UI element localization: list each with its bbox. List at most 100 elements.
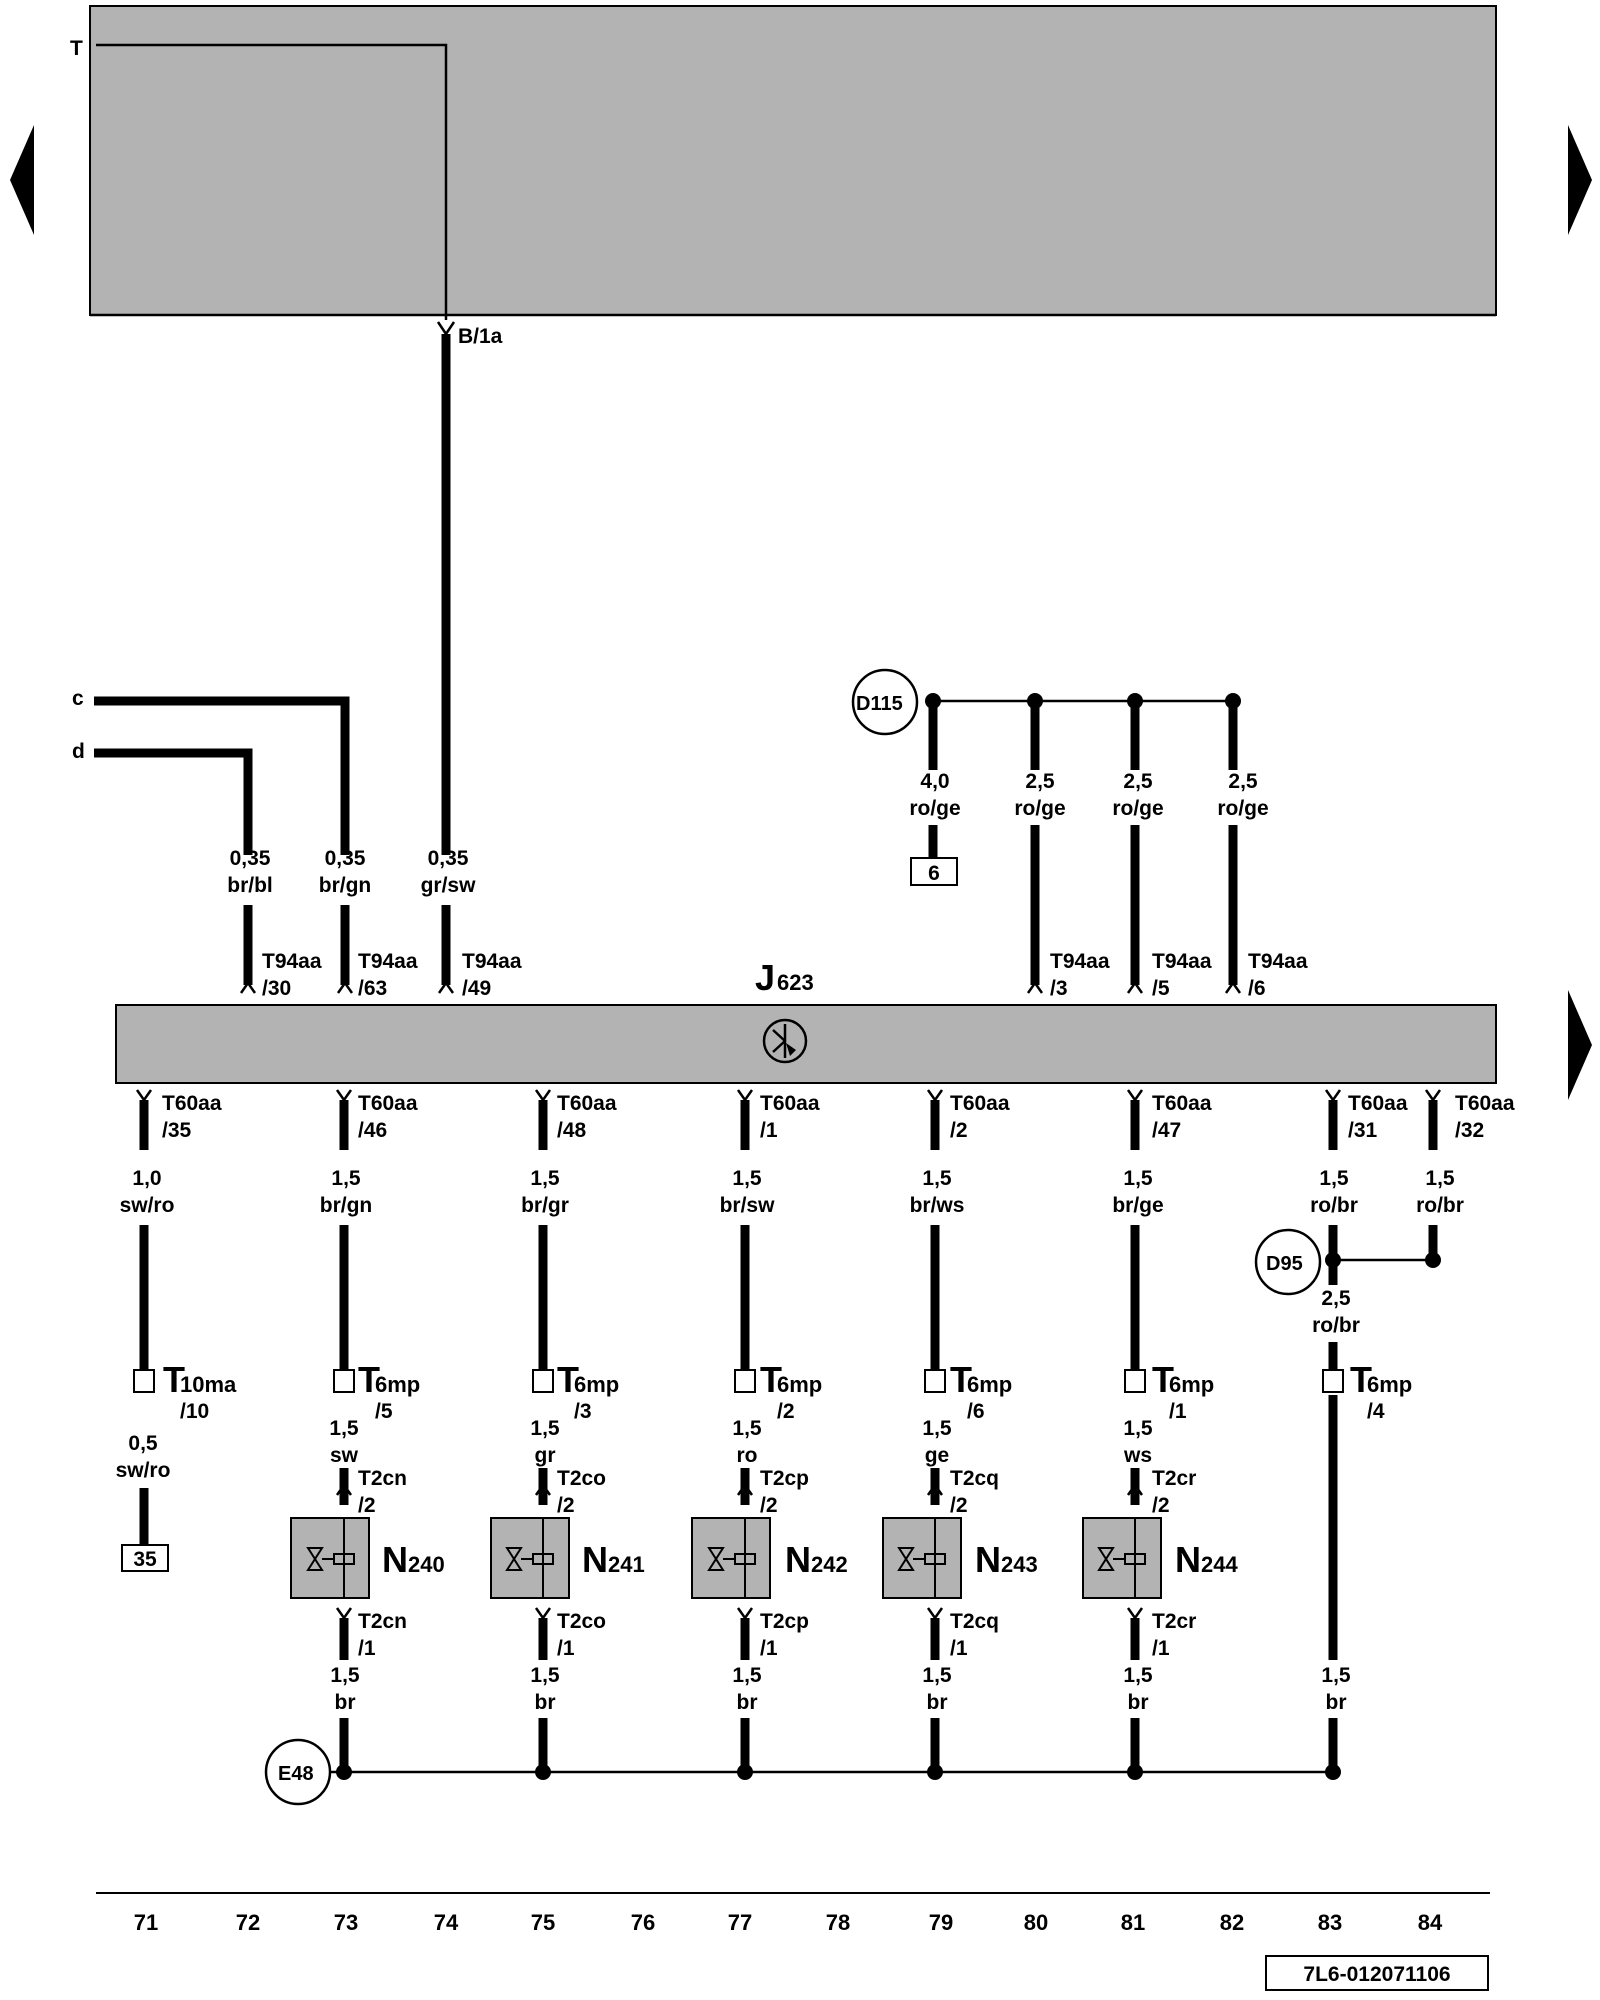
svg-text:/10: /10 xyxy=(180,1400,209,1423)
svg-text:/1: /1 xyxy=(760,1637,778,1660)
svg-text:/2: /2 xyxy=(950,1494,968,1517)
svg-text:/48: /48 xyxy=(557,1119,587,1142)
svg-text:77: 77 xyxy=(728,1910,752,1935)
svg-text:/2: /2 xyxy=(777,1400,795,1423)
svg-text:10ma: 10ma xyxy=(180,1372,237,1397)
bottom-wire-2: T60aa /2 1,5 br/ws T 6mp /6 1,5 ge T2cq … xyxy=(882,1089,1038,1772)
svg-text:/2: /2 xyxy=(557,1494,575,1517)
bottom-wire-48: T60aa /48 1,5 br/gr T 6mp /3 1,5 gr T2co… xyxy=(490,1089,645,1772)
svg-text:T2cn: T2cn xyxy=(358,1610,407,1633)
svg-text:ro/ge: ro/ge xyxy=(1112,797,1163,820)
svg-text:T94aa: T94aa xyxy=(358,950,418,973)
svg-text:6mp: 6mp xyxy=(574,1372,619,1397)
svg-text:75: 75 xyxy=(531,1910,555,1935)
fuse-d95-label: D95 xyxy=(1266,1253,1303,1275)
svg-text:gr/sw: gr/sw xyxy=(421,874,477,897)
svg-text:T60aa: T60aa xyxy=(950,1092,1010,1115)
svg-text:T2co: T2co xyxy=(557,1467,606,1490)
svg-text:T60aa: T60aa xyxy=(1455,1092,1515,1115)
svg-text:76: 76 xyxy=(631,1910,655,1935)
svg-text:ro: ro xyxy=(737,1444,758,1467)
bottom-wire-31: T60aa /31 1,5 ro/br 2,5 ro/br T 6mp /4 1… xyxy=(1310,1089,1412,1772)
fuse-d115-label: D115 xyxy=(856,693,903,715)
valve-symbol-icon xyxy=(1097,1518,1146,1598)
bottom-wire-35: T60aa /35 1,0 sw/ro T 10ma /10 0,5 sw/ro… xyxy=(116,1089,237,1572)
svg-text:0,35: 0,35 xyxy=(325,847,366,870)
svg-text:1,5: 1,5 xyxy=(1123,1417,1153,1440)
svg-text:6: 6 xyxy=(928,862,940,885)
svg-text:br: br xyxy=(335,1691,356,1714)
bottom-wire-46: T60aa /46 1,5 br/gn T 6mp /5 1,5 sw T2cn… xyxy=(290,1089,445,1772)
svg-text:br: br xyxy=(1326,1691,1347,1714)
svg-text:/31: /31 xyxy=(1348,1119,1378,1142)
svg-text:4,0: 4,0 xyxy=(920,770,949,793)
svg-text:1,5: 1,5 xyxy=(330,1664,360,1687)
svg-text:ro/br: ro/br xyxy=(1310,1194,1358,1217)
fuse-d95 xyxy=(1254,1228,1322,1296)
svg-text:T60aa: T60aa xyxy=(162,1092,222,1115)
svg-text:T94aa: T94aa xyxy=(1050,950,1110,973)
svg-text:br/gn: br/gn xyxy=(320,1194,373,1217)
column-numbers: 71 72 73 74 75 76 77 78 79 80 81 82 83 8… xyxy=(134,1910,1443,1935)
valve-symbol-icon xyxy=(505,1518,554,1598)
svg-text:78: 78 xyxy=(826,1910,850,1935)
svg-text:1,5: 1,5 xyxy=(1123,1167,1153,1190)
svg-text:/1: /1 xyxy=(1169,1400,1187,1423)
svg-text:71: 71 xyxy=(134,1910,158,1935)
svg-text:sw/ro: sw/ro xyxy=(116,1459,171,1482)
svg-text:1,5: 1,5 xyxy=(329,1417,359,1440)
svg-text:0,35: 0,35 xyxy=(428,847,469,870)
svg-text:T94aa: T94aa xyxy=(262,950,322,973)
diagram-id-box xyxy=(1265,1955,1489,1991)
svg-text:/32: /32 xyxy=(1455,1119,1484,1142)
svg-text:1,5: 1,5 xyxy=(1319,1167,1349,1190)
svg-text:T: T xyxy=(760,1359,782,1400)
svg-text:84: 84 xyxy=(1418,1910,1443,1935)
svg-text:/3: /3 xyxy=(1050,977,1068,1000)
svg-text:T: T xyxy=(1152,1359,1174,1400)
svg-text:241: 241 xyxy=(608,1552,645,1577)
svg-text:/2: /2 xyxy=(760,1494,778,1517)
diagram-id: 7L6-012071106 xyxy=(1303,1963,1450,1986)
svg-text:T94aa: T94aa xyxy=(462,950,522,973)
svg-text:2,5: 2,5 xyxy=(1228,770,1258,793)
svg-text:1,5: 1,5 xyxy=(530,1417,560,1440)
svg-text:74: 74 xyxy=(434,1910,459,1935)
control-unit-sub: 623 xyxy=(777,970,814,995)
svg-text:6mp: 6mp xyxy=(967,1372,1012,1397)
svg-text:br: br xyxy=(737,1691,758,1714)
bottom-wire-1: T60aa /1 1,5 br/sw T 6mp /2 1,5 ro T2cp … xyxy=(691,1089,848,1772)
svg-text:/1: /1 xyxy=(760,1119,778,1142)
control-unit-letter: J xyxy=(755,957,775,998)
svg-text:N: N xyxy=(582,1539,608,1580)
next-page-arrow-icon[interactable] xyxy=(1568,125,1592,235)
svg-text:ro/br: ro/br xyxy=(1416,1194,1464,1217)
ground-e48-label: E48 xyxy=(278,1763,314,1785)
svg-text:br/bl: br/bl xyxy=(227,874,273,897)
svg-text:T60aa: T60aa xyxy=(358,1092,418,1115)
svg-text:sw/ro: sw/ro xyxy=(120,1194,175,1217)
svg-text:/5: /5 xyxy=(1152,977,1170,1000)
svg-text:T: T xyxy=(557,1359,579,1400)
ref-box-35 xyxy=(121,1544,169,1572)
svg-text:ro/br: ro/br xyxy=(1312,1314,1360,1337)
ref-box-6 xyxy=(910,857,958,886)
svg-text:br: br xyxy=(535,1691,556,1714)
svg-text:82: 82 xyxy=(1220,1910,1244,1935)
svg-text:6mp: 6mp xyxy=(375,1372,420,1397)
svg-text:35: 35 xyxy=(133,1548,157,1571)
continue-arrow-icon[interactable] xyxy=(1568,990,1592,1100)
svg-text:81: 81 xyxy=(1121,1910,1145,1935)
svg-text:/5: /5 xyxy=(375,1400,393,1423)
svg-text:ro/ge: ro/ge xyxy=(909,797,960,820)
svg-text:T94aa: T94aa xyxy=(1152,950,1212,973)
svg-text:T60aa: T60aa xyxy=(760,1092,820,1115)
svg-text:N: N xyxy=(1175,1539,1201,1580)
top-wire-br-gn: 0,35 br/gn T94aa /63 xyxy=(319,847,418,1000)
svg-text:/6: /6 xyxy=(967,1400,985,1423)
svg-text:1,5: 1,5 xyxy=(1425,1167,1455,1190)
prev-page-arrow-icon[interactable] xyxy=(10,125,34,235)
svg-text:2,5: 2,5 xyxy=(1025,770,1055,793)
bottom-wire-32: T60aa /32 1,5 ro/br xyxy=(1416,1089,1515,1260)
